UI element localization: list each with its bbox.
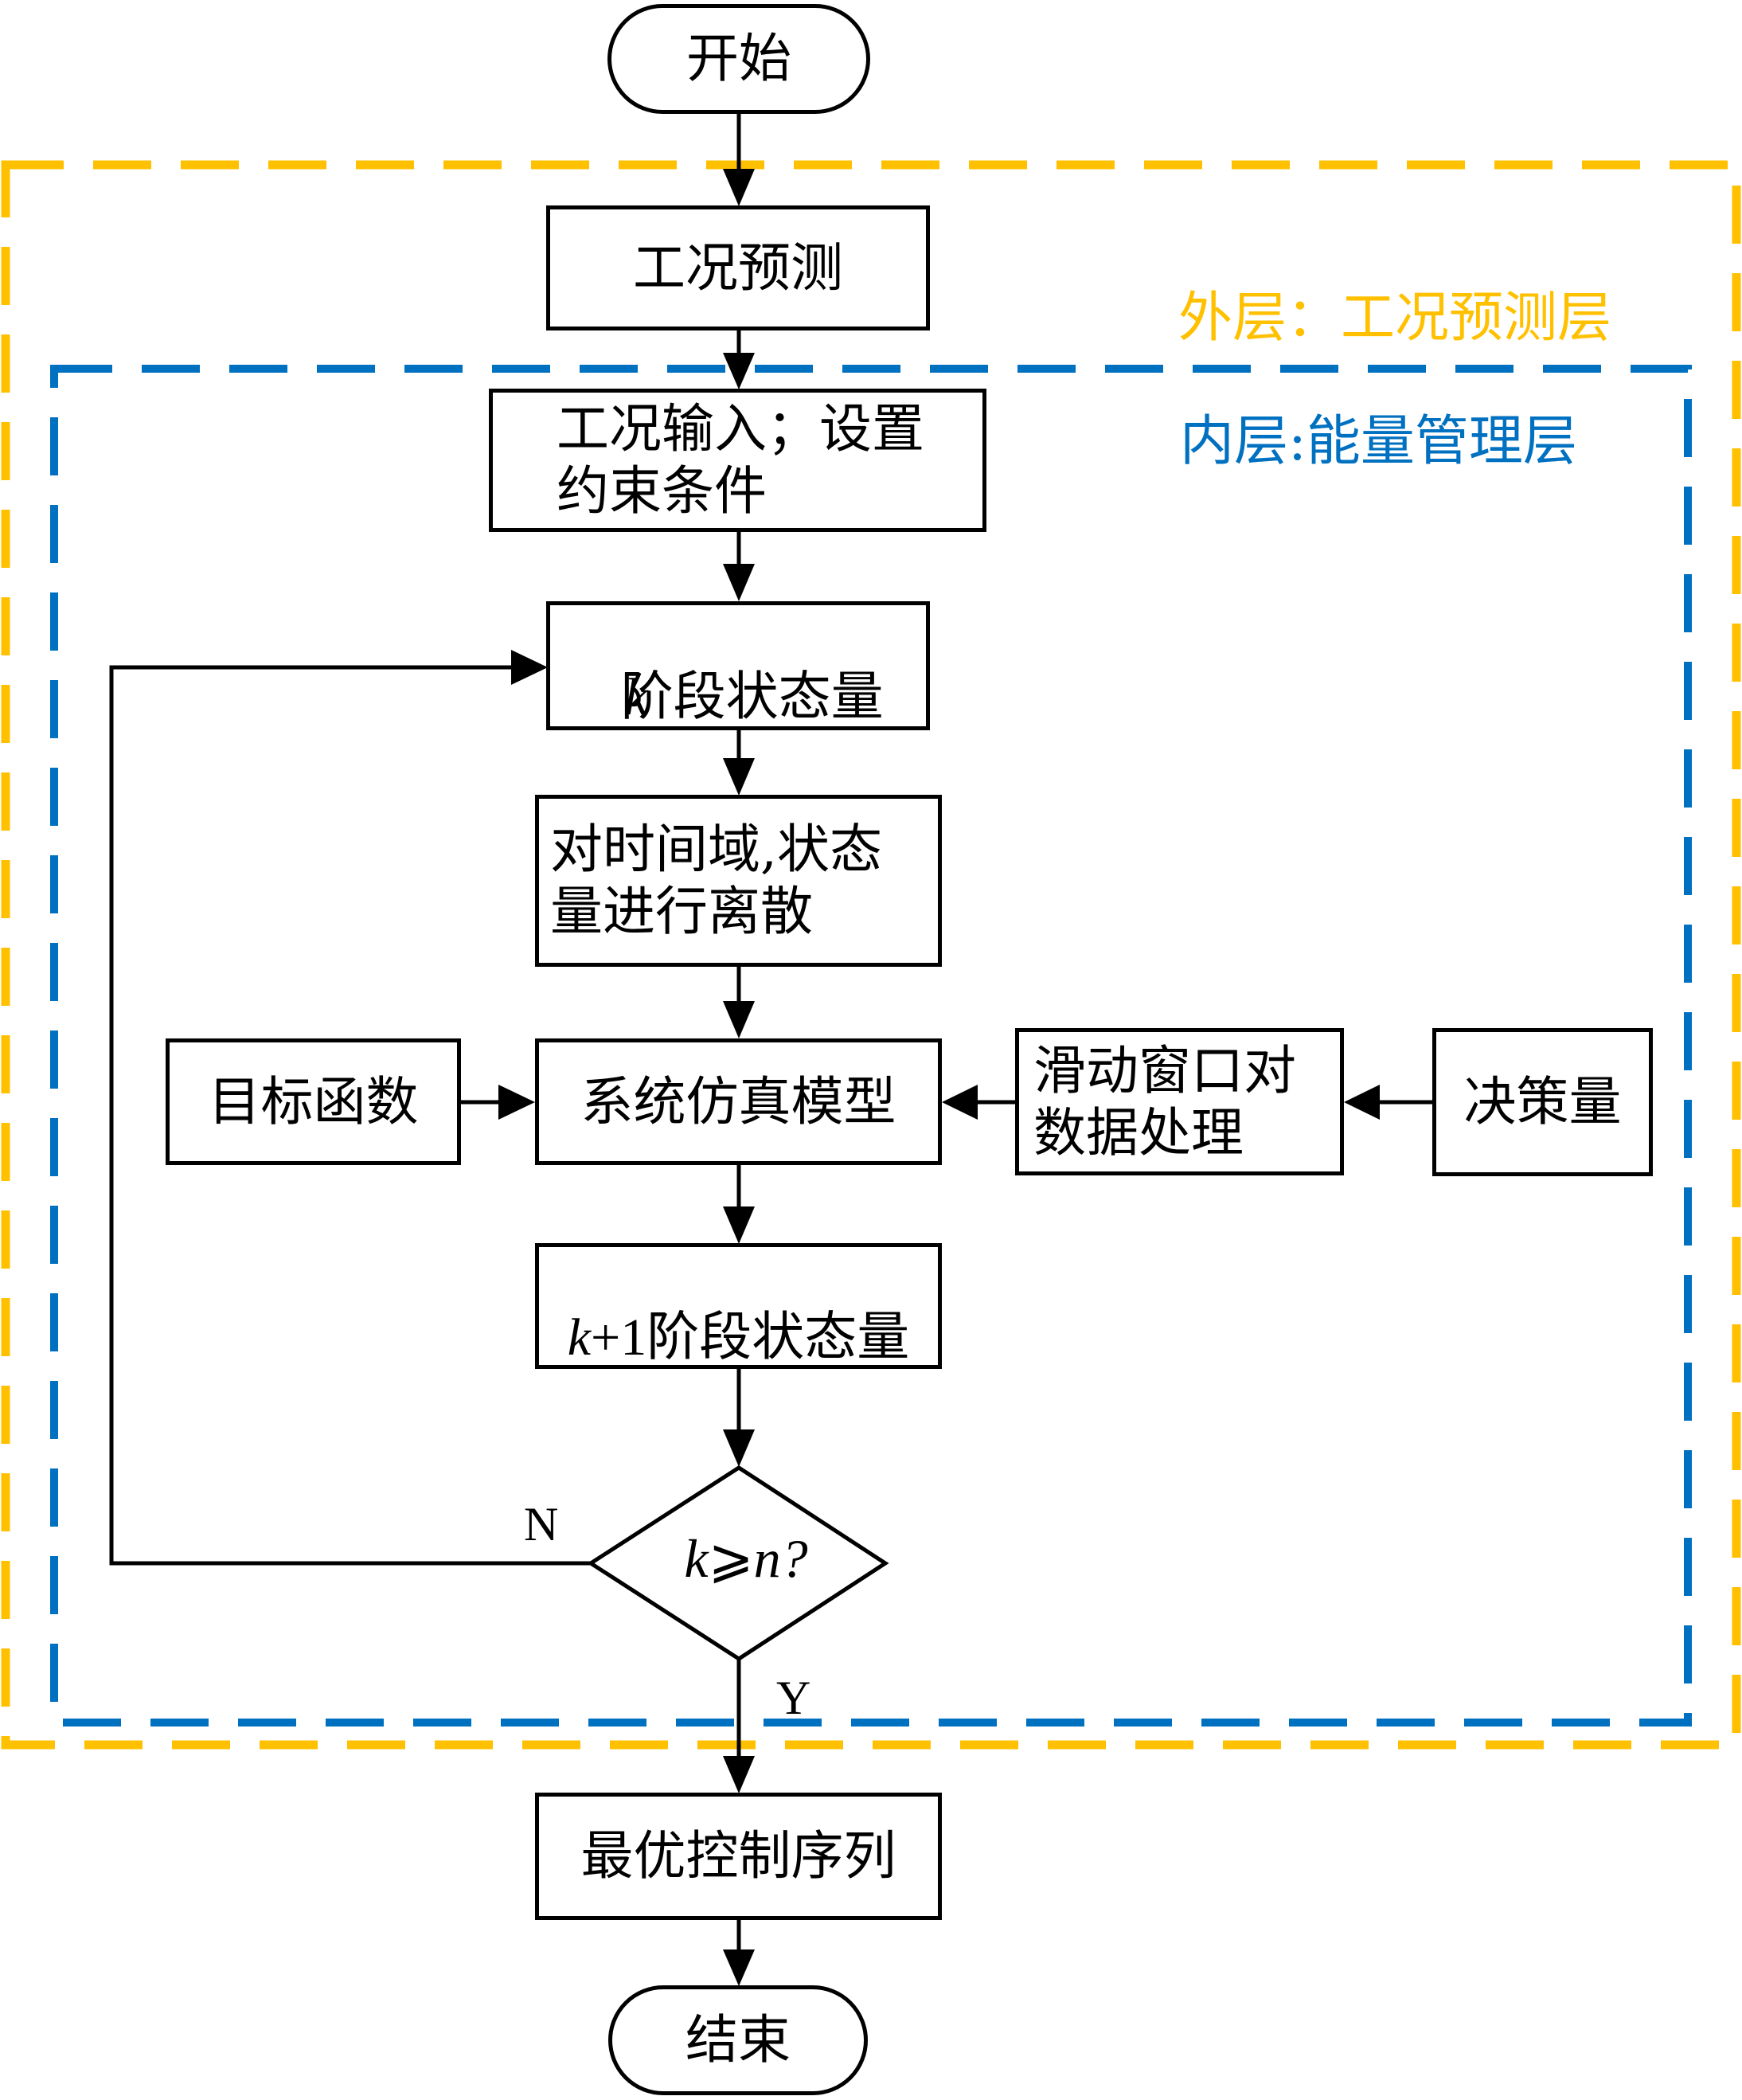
inner-layer-label: 内层:能量管理层 — [1180, 410, 1577, 473]
arrowhead-down — [723, 1429, 755, 1467]
arrowheads — [498, 169, 1380, 1986]
simulation-model-box[interactable]: 系统仿真模型 — [535, 1038, 942, 1165]
start-label: 开始 — [686, 28, 791, 90]
condition-prediction-label: 工况预测 — [633, 237, 843, 299]
stage-k-state-label: k阶段状态量 — [620, 604, 884, 729]
objective-function-box[interactable]: 目标函数 — [166, 1038, 461, 1165]
stage-k1-offset: +1 — [591, 1308, 647, 1367]
decision-condition-label: k⩾n? — [654, 1527, 838, 1590]
arrowhead-down — [723, 564, 755, 601]
end-label: 结束 — [685, 2009, 791, 2071]
stage-k1-text: 阶段状态量 — [646, 1305, 910, 1367]
stage-k1-state-box[interactable]: k+1阶段状态量 — [535, 1243, 942, 1369]
arrowhead-left — [1344, 1085, 1380, 1120]
inner-layer-boundary — [50, 365, 1692, 1727]
stage-k1-variable: k — [567, 1308, 592, 1367]
branch-no-label: N — [524, 1498, 559, 1551]
arrowhead-right — [498, 1085, 535, 1120]
optimal-sequence-label: 最优控制序列 — [580, 1825, 896, 1887]
branch-yes-label: Y — [776, 1672, 811, 1724]
decision-variable-box[interactable]: 决策量 — [1432, 1028, 1653, 1176]
decision-n: n — [753, 1528, 781, 1589]
discretize-box[interactable]: 对时间域,状态 量进行离散 — [535, 795, 942, 967]
condition-prediction-box[interactable]: 工况预测 — [546, 205, 930, 330]
outer-layer-label: 外层：工况预测层 — [1178, 287, 1612, 350]
decision-diamond[interactable] — [587, 1465, 889, 1661]
stage-k-state-box[interactable]: k阶段状态量 — [546, 601, 930, 730]
edge-decision-no-loop — [109, 665, 591, 1566]
arrowhead-down — [723, 758, 755, 796]
sliding-window-box[interactable]: 滑动窗口对 数据处理 — [1015, 1028, 1344, 1175]
stage-k-variable: k — [624, 667, 648, 726]
input-constraints-box[interactable]: 工况输入；设置 约束条件 — [489, 389, 986, 532]
optimal-sequence-box[interactable]: 最优控制序列 — [535, 1793, 942, 1920]
start-terminal[interactable]: 开始 — [607, 4, 870, 114]
arrowhead-down — [723, 169, 755, 206]
discretize-label: 对时间域,状态 量进行离散 — [550, 819, 882, 942]
decision-k: k — [684, 1528, 709, 1589]
connectors — [109, 113, 1433, 1957]
end-terminal[interactable]: 结束 — [608, 1985, 868, 2095]
outer-layer-boundary — [1, 160, 1741, 1750]
decision-operator: ⩾ — [708, 1528, 754, 1589]
sliding-window-label: 滑动窗口对 数据处理 — [1033, 1039, 1296, 1163]
arrowhead-down — [723, 353, 755, 389]
stage-k-text: 阶段状态量 — [620, 665, 884, 727]
decision-question: ? — [780, 1528, 808, 1589]
simulation-model-label: 系统仿真模型 — [580, 1070, 896, 1132]
arrowhead-right — [511, 650, 548, 685]
arrowhead-down — [723, 1001, 755, 1038]
objective-function-label: 目标函数 — [208, 1070, 419, 1132]
arrowhead-down — [723, 1206, 755, 1244]
arrowhead-down — [723, 1756, 755, 1793]
arrowhead-down — [723, 1949, 755, 1986]
stage-k1-state-label: k+1阶段状态量 — [568, 1244, 910, 1369]
arrowhead-left — [942, 1085, 978, 1120]
decision-variable-label: 决策量 — [1463, 1071, 1622, 1133]
input-constraints-label: 工况输入；设置 约束条件 — [557, 398, 924, 522]
